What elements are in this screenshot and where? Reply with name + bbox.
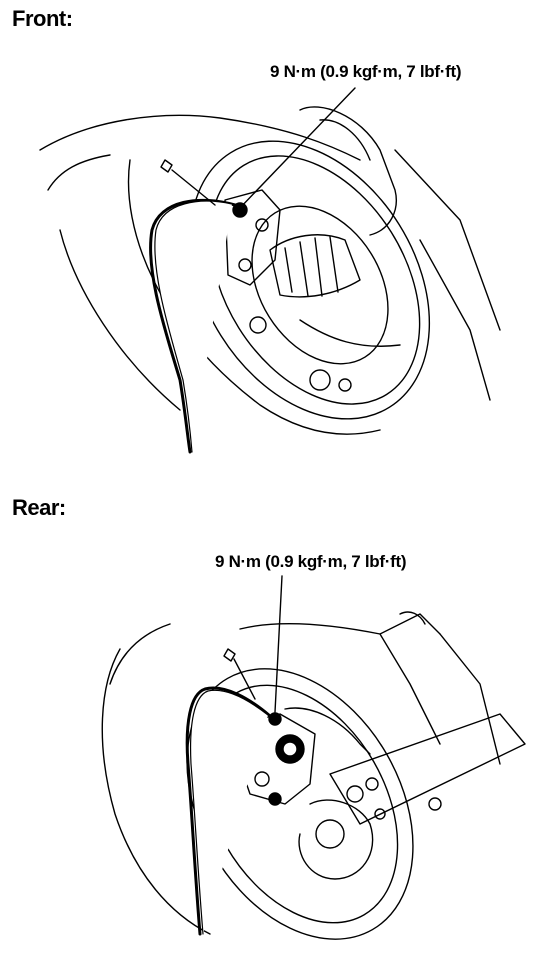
front-fender-arc [39, 114, 361, 161]
rear-leader-line [274, 575, 283, 713]
front-illustration [39, 87, 501, 454]
rear-cable-clip [223, 648, 236, 662]
front-caliper [224, 189, 281, 286]
front-cable-clip [160, 159, 173, 173]
rear-wheel-hub [186, 668, 414, 940]
front-torque-label: 9 N·m (0.9 kgf·m, 7 lbf·ft) [270, 62, 462, 81]
rear-sensor-cable [185, 686, 272, 936]
front-heading: Front: [12, 6, 73, 31]
rear-trailing-arm [329, 713, 526, 825]
front-wheel-hub [189, 140, 431, 420]
rear-tire-arc [101, 648, 211, 935]
front-leader-line [237, 87, 356, 211]
front-driveshaft-boot [269, 234, 361, 298]
rear-torque-label: 9 N·m (0.9 kgf·m, 7 lbf·ft) [215, 552, 407, 571]
front-sensor-cable [149, 198, 237, 454]
rear-sensor-bolt [268, 712, 282, 726]
rear-heading: Rear: [12, 495, 66, 520]
rear-illustration [101, 575, 526, 940]
front-sensor-bolt [232, 202, 248, 218]
